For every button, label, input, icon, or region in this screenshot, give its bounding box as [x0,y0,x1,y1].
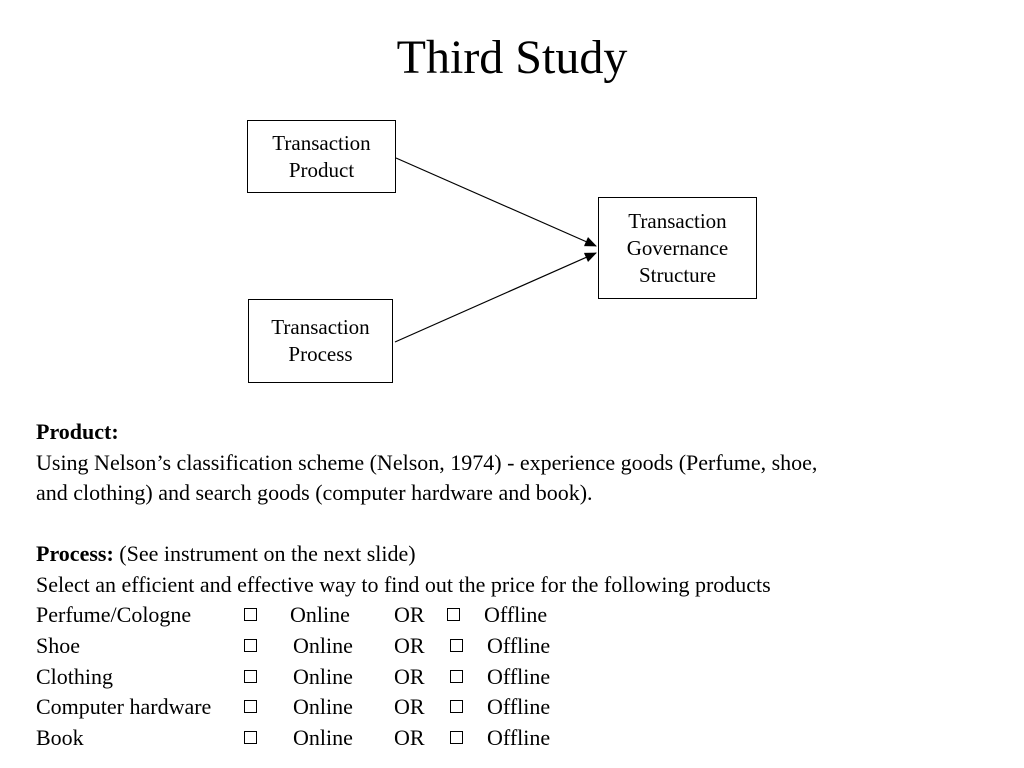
product-option-row: Computer hardware Online OR Offline [36,692,996,723]
online-label: Online [290,602,350,628]
online-label: Online [293,633,353,659]
product-option-row: Perfume/Cologne Online OR Offline [36,600,996,631]
or-label: OR [394,694,425,720]
offline-checkbox[interactable] [450,669,463,683]
online-label: Online [293,663,353,689]
process-instruction: Select an efficient and effective way to… [36,571,771,597]
box-line: Structure [639,262,716,287]
offline-checkbox[interactable] [450,731,463,745]
offline-checkbox[interactable] [447,608,460,622]
process-section: Process: (See instrument on the next sli… [36,539,996,754]
offline-label: Offline [487,694,551,720]
offline-checkbox[interactable] [450,639,463,653]
offline-label: Offline [487,633,551,659]
box-line: Governance [626,235,729,260]
online-checkbox[interactable] [244,700,257,714]
online-checkbox[interactable] [244,669,257,683]
arrow-process-to-governance [394,252,597,343]
transaction-process-box: Transaction Process [248,299,393,383]
or-label: OR [394,725,425,751]
online-label: Online [293,694,353,720]
process-note: (See instrument on the next slide) [113,541,416,566]
online-checkbox[interactable] [244,731,257,745]
offline-label: Offline [487,725,551,751]
product-text-line-2: and clothing) and search goods (computer… [36,480,593,506]
box-line: Process [288,342,353,366]
box-line: Transaction [628,208,727,233]
box-line: Transaction [271,315,370,339]
online-checkbox[interactable] [244,639,257,653]
offline-label: Offline [484,602,548,628]
or-label: OR [394,602,425,628]
online-label: Online [293,725,353,751]
product-option-row: Shoe Online OR Offline [36,631,996,662]
box-line: Product [288,157,355,182]
product-name: Perfume/Cologne [36,602,192,628]
product-name: Clothing [36,663,114,689]
process-heading: Process: [36,541,114,566]
product-heading: Product: [36,419,119,444]
transaction-product-box: Transaction Product [247,120,396,193]
process-heading-line: Process: (See instrument on the next sli… [36,539,996,570]
product-name: Book [36,725,84,751]
transaction-governance-structure-box: Transaction Governance Structure [598,197,757,299]
or-label: OR [394,663,425,689]
product-name: Shoe [36,633,80,659]
online-checkbox[interactable] [244,608,257,622]
or-label: OR [394,633,425,659]
arrow-product-to-governance [395,157,597,247]
product-name: Computer hardware [36,694,212,720]
slide-title: Third Study [396,31,628,84]
offline-label: Offline [487,663,551,689]
product-option-row: Book Online OR Offline [36,723,996,754]
product-option-row: Clothing Online OR Offline [36,662,996,693]
offline-checkbox[interactable] [450,700,463,714]
box-line: Transaction [272,130,371,155]
product-text-line-1: Using Nelson’s classification scheme (Ne… [36,449,818,475]
product-section: Product: Using Nelson’s classification s… [36,417,996,509]
